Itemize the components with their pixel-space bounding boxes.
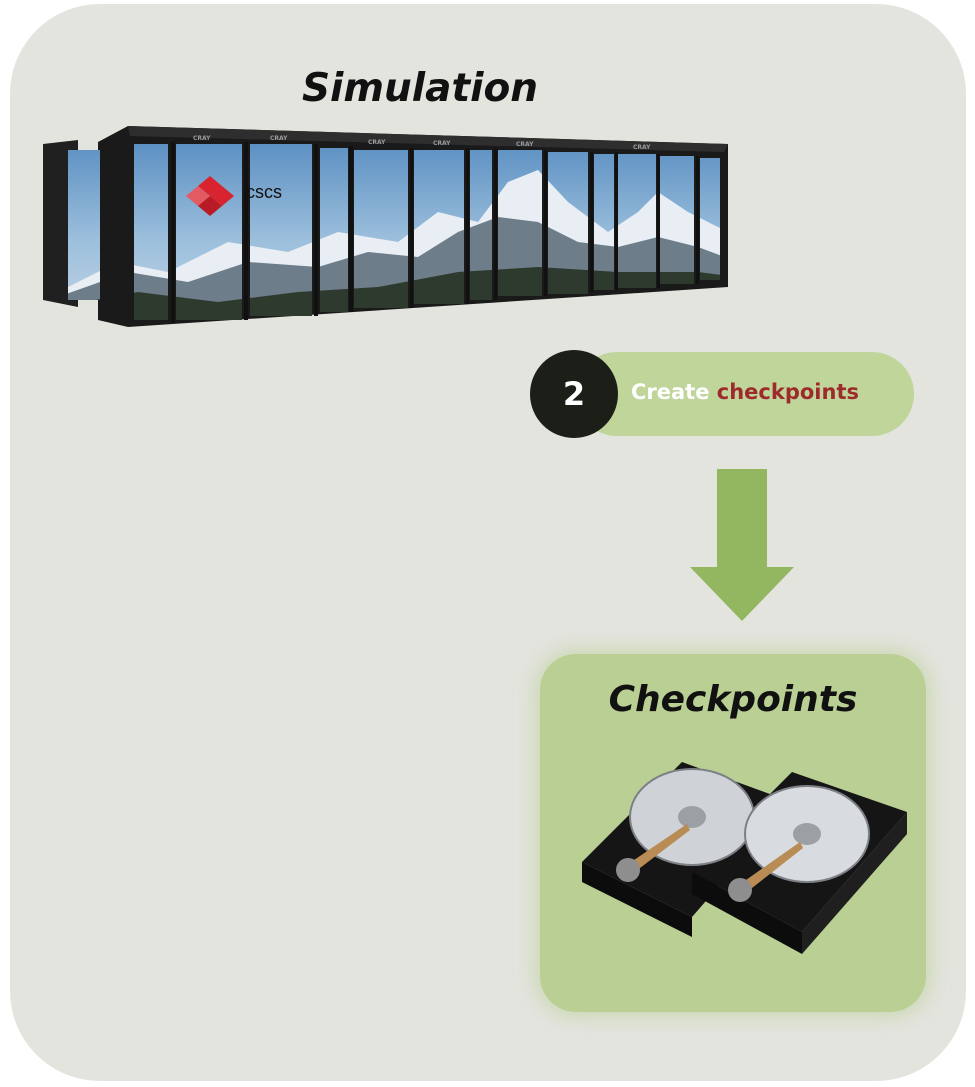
cray-label: CRAY <box>633 144 651 151</box>
step-number: 2 <box>530 350 618 438</box>
diagram-panel: Simulation <box>10 4 966 1081</box>
cray-label: CRAY <box>516 141 534 148</box>
cray-label: CRAY <box>368 139 386 146</box>
supercomputer-image: CRAY CRAY CRAY CRAY CRAY CRAY cscs <box>43 126 728 327</box>
hard-drives-image <box>582 762 907 954</box>
step-label-keyword: checkpoints <box>716 380 859 404</box>
cray-label: CRAY <box>433 140 451 147</box>
down-arrow-icon <box>690 469 794 621</box>
cray-label: CRAY <box>270 135 288 142</box>
checkpoints-title: Checkpoints <box>608 679 858 720</box>
checkpoints-box: Checkpoints <box>540 654 926 1012</box>
step-pill <box>575 352 914 436</box>
step-label: Create checkpoints <box>631 380 859 404</box>
step-label-prefix: Create <box>631 380 717 404</box>
cscs-logo-text: cscs <box>246 182 282 202</box>
cray-label: CRAY <box>193 135 211 142</box>
cscs-logo-icon <box>186 176 234 216</box>
step-2-badge: 2 Create checkpoints <box>530 350 914 438</box>
simulation-title: Simulation <box>301 66 539 111</box>
